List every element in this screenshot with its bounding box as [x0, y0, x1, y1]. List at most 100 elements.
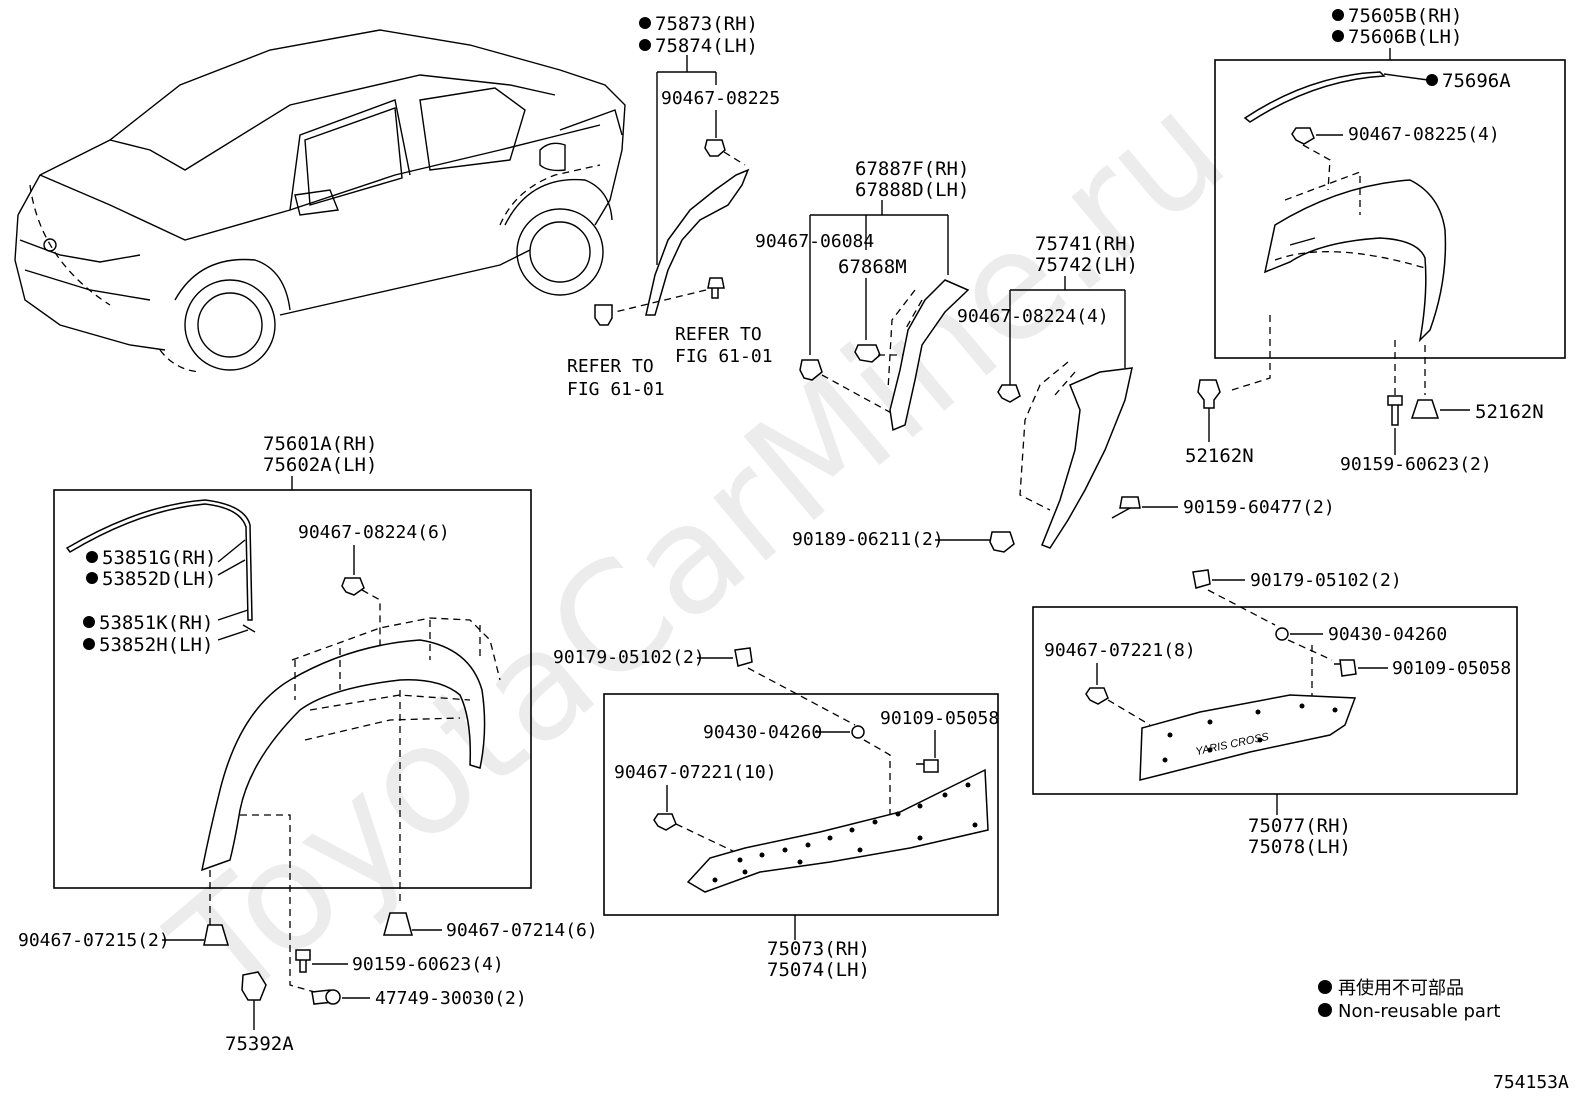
part-label: 67868M — [838, 256, 907, 278]
part-label: 90467-07214(6) — [446, 920, 598, 941]
mudflap-part — [1041, 367, 1133, 549]
part-label: 75606B(LH) — [1348, 26, 1462, 48]
part-label: 53851G(RH) — [102, 547, 216, 569]
side-garnish — [1139, 694, 1357, 781]
part-label: 75602A(LH) — [263, 454, 377, 476]
mount-hole — [737, 857, 743, 863]
non-reusable-dot — [1332, 9, 1344, 21]
washer-part — [1275, 627, 1289, 641]
vehicle-illustration — [14, 29, 626, 373]
reference-label: FIG 61-01 — [675, 346, 773, 367]
part-label: 52162N — [1475, 401, 1544, 423]
part-label: 90109-05058 — [880, 708, 999, 729]
mount-hole — [1257, 737, 1263, 743]
non-reusable-dot — [83, 616, 95, 628]
clip-part — [241, 971, 267, 1001]
rocker-moulding — [686, 768, 989, 893]
screw-part — [707, 277, 725, 299]
clip-part — [383, 912, 413, 936]
mount-hole — [782, 847, 788, 853]
fender-flare-front — [201, 639, 486, 872]
group-75073: 90179-05102(2) 90430-04260 90109-05058 9… — [553, 647, 999, 981]
group-75601: 75601A(RH) 75602A(LH) 53851G(RH) 53852D(… — [18, 433, 598, 1055]
mount-hole — [857, 847, 863, 853]
mount-hole — [1162, 757, 1168, 763]
part-label: 90430-04260 — [1328, 624, 1447, 645]
mudguard-bracket — [645, 168, 750, 316]
washer-part — [851, 725, 865, 739]
mount-hole — [849, 827, 855, 833]
mount-hole — [1207, 719, 1213, 725]
clip-part — [854, 344, 881, 363]
mount-hole — [972, 822, 978, 828]
group-75077: 90179-05102(2) 90430-04260 90109-05058 9… — [1032, 569, 1518, 858]
reference-label: REFER TO — [675, 324, 762, 345]
liner-part — [889, 279, 970, 432]
clip-part — [704, 139, 726, 157]
fender-flare-rear — [1263, 179, 1447, 343]
part-label: 75696A — [1442, 70, 1511, 92]
moulding-strip — [65, 499, 253, 621]
part-label: 90467-08224(6) — [298, 522, 450, 543]
legend-jp: 再使用不可部品 — [1338, 978, 1464, 999]
group-75873: 75873(RH) 75874(LH) 90467-08225 REFER TO… — [567, 13, 780, 400]
screw-part — [1387, 395, 1403, 426]
part-label: 75078(LH) — [1248, 836, 1351, 858]
mount-hole — [917, 803, 923, 809]
clip-part — [1291, 127, 1315, 145]
mount-hole — [1299, 703, 1305, 709]
non-reusable-dot — [1318, 980, 1332, 994]
part-label: 67888D(LH) — [855, 179, 969, 201]
non-reusable-dot — [639, 39, 651, 51]
clip-part — [653, 813, 677, 831]
non-reusable-dot — [1332, 30, 1344, 42]
part-label: 90159-60623(2) — [1340, 454, 1492, 475]
part-label: 90467-08225(4) — [1348, 124, 1500, 145]
assembly-box — [1032, 606, 1518, 795]
legend: 再使用不可部品 Non-reusable part — [1318, 978, 1500, 1022]
non-reusable-dot — [1318, 1003, 1332, 1017]
mount-hole — [917, 835, 923, 841]
group-67887: 67887F(RH) 67888D(LH) 90467-06084 67868M — [755, 158, 970, 432]
clip-part — [997, 384, 1021, 403]
non-reusable-dot — [639, 17, 651, 29]
reference-label: FIG 61-01 — [567, 379, 665, 400]
part-label: 47749-30030(2) — [375, 988, 527, 1009]
non-reusable-dot — [83, 638, 95, 650]
part-label: 75074(LH) — [767, 959, 870, 981]
mount-hole — [1167, 732, 1173, 738]
group-75605: 75605B(RH) 75606B(LH) 75696A 90467-08225… — [1185, 5, 1566, 475]
non-reusable-dot — [1426, 74, 1438, 86]
part-label: 90189-06211(2) — [792, 529, 944, 550]
screw-part — [1119, 496, 1141, 509]
mount-hole — [965, 782, 971, 788]
part-label: 90467-08225 — [661, 88, 780, 109]
non-reusable-dot — [86, 572, 98, 584]
assembly-box — [603, 693, 999, 916]
assembly-box — [1214, 59, 1566, 359]
clip-part — [989, 531, 1015, 553]
mount-hole — [712, 877, 718, 883]
part-label: 53852D(LH) — [102, 568, 216, 590]
part-label: 90467-07215(2) — [18, 930, 170, 951]
clip-part — [1197, 379, 1221, 409]
part-label: 75605B(RH) — [1348, 5, 1462, 27]
clip-part — [203, 924, 230, 946]
mount-hole — [827, 835, 833, 841]
assembly-box — [53, 489, 532, 889]
part-label: 90467-07221(10) — [614, 762, 777, 783]
mount-hole — [805, 842, 811, 848]
mount-hole — [1332, 707, 1338, 713]
part-label: 90159-60477(2) — [1183, 497, 1335, 518]
part-label: 75073(RH) — [767, 938, 870, 960]
reference-label: REFER TO — [567, 356, 654, 377]
screw-part — [295, 949, 311, 973]
part-label: 53851K(RH) — [99, 612, 213, 634]
legend-en: Non-reusable part — [1338, 1001, 1500, 1022]
clip-part — [594, 304, 613, 326]
part-label: 75873(RH) — [655, 13, 758, 35]
part-label: 75742(LH) — [1035, 254, 1138, 276]
part-label: 75741(RH) — [1035, 233, 1138, 255]
bolt-part — [916, 759, 939, 773]
bolt-part — [1334, 659, 1357, 677]
